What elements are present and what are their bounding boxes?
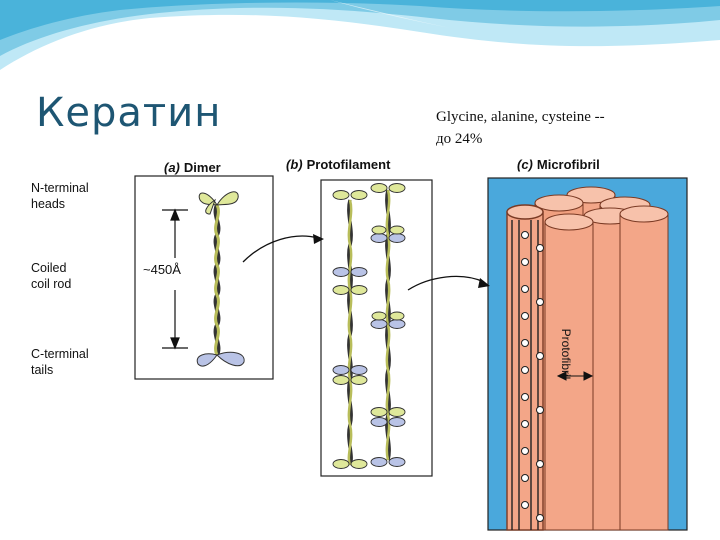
c-terminal-label: C-terminal tails [31,347,89,377]
panel-b-letter: (b) [286,157,303,172]
protofilament-strand-right [385,189,391,461]
dimer-c-tails [196,351,245,367]
protofibril-span-arrow [556,371,594,381]
protofibril-label: Protofibril [559,328,573,380]
panel-c-name: Microfibril [536,157,600,172]
protofilament-strand-left [347,199,353,466]
panel-a-letter: (a) [164,160,180,175]
arrow-b-to-c [407,275,490,291]
microfibril-cylinders [534,186,669,531]
length-arrow [162,208,188,350]
panel-a-title: (a)Dimer [164,160,221,175]
header-wave [0,0,720,70]
panel-a-name: Dimer [183,160,221,175]
note-line-1: Glycine, alanine, cysteine -- [436,109,605,125]
n-terminal-label: N-terminal heads [31,181,89,211]
panel-c-title: (c)Microfibril [517,157,600,172]
coiled-coil-label: Coiled coil rod [31,261,72,291]
panel-c-letter: (c) [517,157,533,172]
panel-b-name: Protofilament [306,157,391,172]
dimer-n-heads [198,191,239,215]
panel-b-title: (b)Protofilament [286,157,390,172]
protofilament-heads [332,183,406,469]
note-line-2: до 24% [436,131,483,147]
slide-title: Кератин [36,90,222,136]
length-label: ~450Å [143,262,181,277]
microfibril-knots [521,231,544,522]
dimer-coil [213,204,221,356]
panel-a-frame [134,175,274,380]
composition-note: Glycine, alanine, cysteine -- до 24% [436,106,706,150]
arrow-a-to-b [242,234,324,263]
